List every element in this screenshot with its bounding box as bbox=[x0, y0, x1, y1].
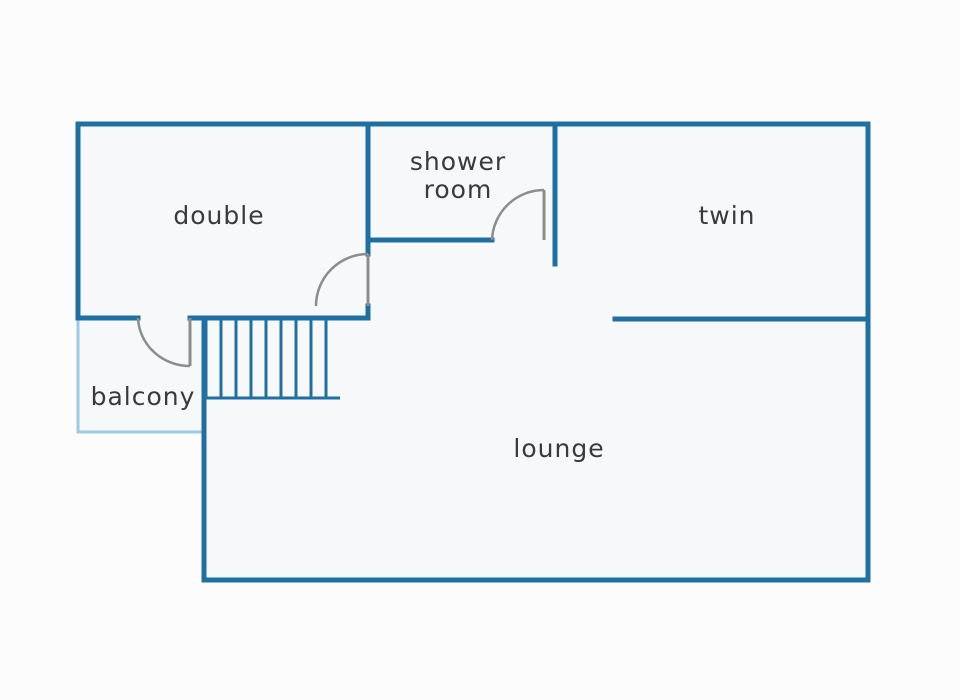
main-floor-area bbox=[78, 124, 868, 580]
room-label-double: double bbox=[173, 201, 264, 230]
room-label-shower-line1: shower bbox=[410, 147, 506, 176]
doors bbox=[136, 188, 546, 368]
room-label-twin: twin bbox=[698, 201, 755, 230]
balcony-railing bbox=[76, 318, 204, 434]
door-balcony bbox=[136, 317, 192, 368]
floor-fills bbox=[78, 124, 868, 580]
room-label-lounge: lounge bbox=[513, 434, 604, 463]
door-double bbox=[314, 252, 370, 307]
room-label-shower-line2: room bbox=[424, 175, 493, 204]
walls bbox=[75, 121, 871, 583]
room-labels: double shower room twin balcony lounge bbox=[91, 147, 755, 463]
door-shower-room bbox=[490, 188, 546, 241]
room-label-balcony: balcony bbox=[91, 382, 196, 411]
